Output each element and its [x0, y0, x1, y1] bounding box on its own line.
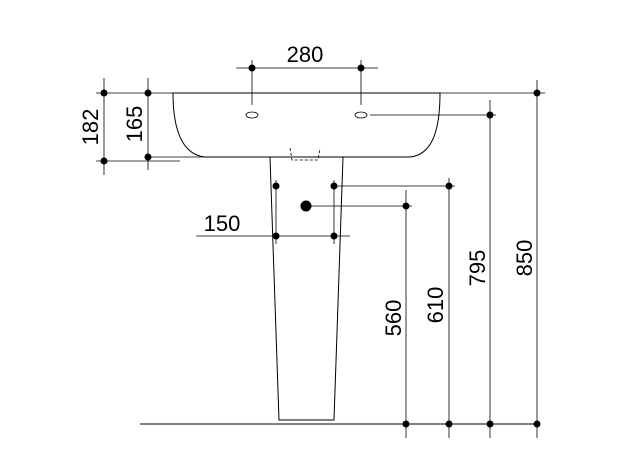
basin-outline	[172, 92, 441, 158]
tap-hole-left	[245, 111, 259, 119]
waste-outlet	[289, 147, 321, 161]
dim-tap-hole-height: 795	[370, 100, 496, 438]
dim-supply-height: 610	[330, 178, 455, 438]
dim-pedestal-spacing: 150	[196, 180, 350, 244]
dim-label-150: 150	[204, 211, 241, 236]
dim-label-165: 165	[122, 106, 147, 143]
dim-label-795: 795	[465, 250, 490, 287]
dim-basin-rim-height: 182	[78, 78, 180, 175]
dim-basin-body-height: 165	[122, 78, 205, 170]
dim-overall-height: 850	[440, 80, 545, 438]
dim-label-610: 610	[423, 287, 448, 324]
dim-label-182: 182	[78, 109, 103, 146]
dim-label-280: 280	[287, 42, 324, 67]
dim-tap-hole-spacing: 280	[236, 42, 378, 105]
dim-waste-height: 560	[306, 190, 412, 438]
tap-hole-right	[354, 111, 368, 119]
dim-label-850: 850	[512, 240, 537, 277]
pedestal-outline	[269, 156, 344, 421]
dim-label-560: 560	[381, 300, 406, 337]
